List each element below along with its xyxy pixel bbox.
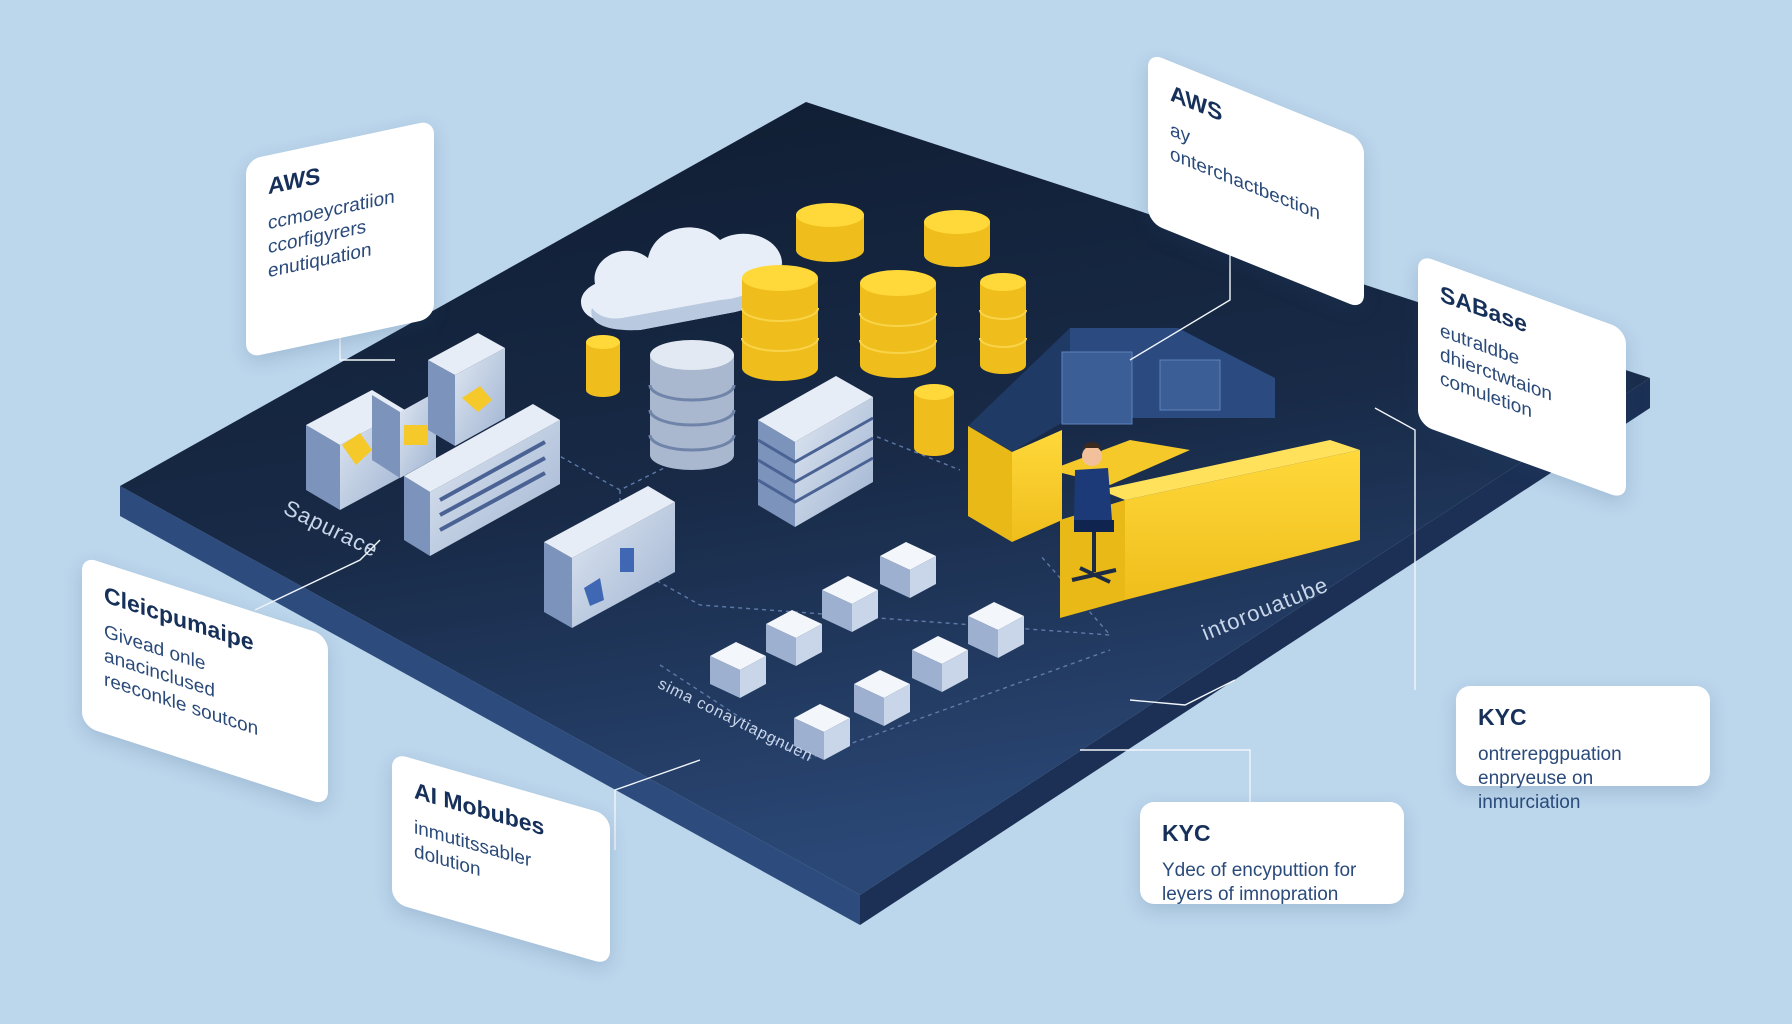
data-block <box>766 610 822 666</box>
data-block <box>880 542 936 598</box>
database-cylinders <box>586 203 1027 456</box>
database-cylinder <box>859 270 937 378</box>
data-block <box>854 670 910 726</box>
data-block <box>822 576 878 632</box>
callout-text: enpryeuse on inmurciation <box>1478 768 1594 813</box>
callout-title: KYC <box>1162 820 1211 846</box>
database-cylinder <box>796 203 864 262</box>
operator-booth <box>968 328 1360 618</box>
callout-kyc-right: KYC ontrerepgpuation enpryeuse on inmurc… <box>1456 686 1710 813</box>
data-block <box>710 642 766 698</box>
database-cylinder <box>979 273 1027 374</box>
server-database-stack <box>648 340 736 470</box>
callout-kyc-bottom: KYC Ydec of encyputtion for leyers of im… <box>1140 802 1404 905</box>
database-cylinder <box>741 265 819 381</box>
callout-title: KYC <box>1478 704 1527 730</box>
data-blocks <box>710 542 1024 760</box>
data-block <box>968 602 1024 658</box>
data-block <box>794 704 850 760</box>
server-rack <box>404 404 560 556</box>
callout-text: ontrerepgpuation <box>1478 744 1622 765</box>
server-rack <box>372 392 436 478</box>
data-block <box>912 636 968 692</box>
database-cylinder <box>924 210 990 267</box>
platform-slab <box>120 102 1650 925</box>
database-cylinder <box>586 335 620 397</box>
database-cylinder <box>914 384 954 456</box>
security-server-racks <box>306 333 675 628</box>
callout-text: leyers of imnopration <box>1162 884 1339 905</box>
server-rack-tall <box>757 376 874 527</box>
callout-text: Ydec of encyputtion for <box>1162 860 1357 881</box>
server-rack <box>544 486 675 628</box>
server-rack <box>428 333 505 446</box>
callout-aws-left: AWS ccmoeycratiion ccorfigyrers enutiqua… <box>246 120 434 358</box>
